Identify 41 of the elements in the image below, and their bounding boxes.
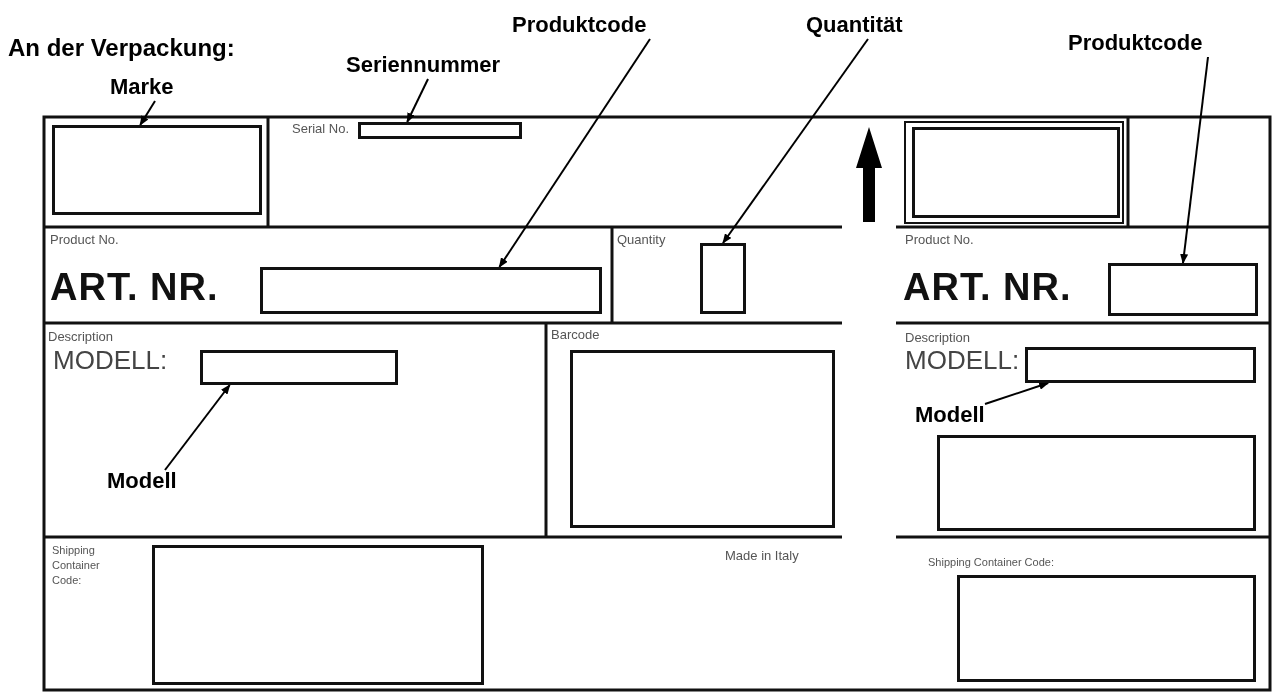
empty-box [152,545,484,685]
leader-line [1180,56,1209,264]
field-caption: Barcode [551,327,600,342]
empty-box [912,127,1120,218]
callout-label: Marke [110,74,174,100]
empty-box [52,125,262,215]
leader-line [498,38,651,268]
leader-line [406,78,429,123]
note-text: Made in Italy [725,548,799,563]
leader-line [139,100,156,126]
field-caption: Serial No. [292,121,350,136]
leader-line [984,382,1050,405]
empty-box [570,350,835,528]
empty-field [1025,347,1256,383]
field-caption: Description [905,330,971,345]
empty-field [260,267,602,314]
empty-box [957,575,1256,682]
leader-line [164,384,231,471]
callout-label: Produktcode [1068,30,1203,56]
empty-field [200,350,398,385]
field-caption: Product No. [905,232,974,247]
field-heading: ART. NR. [903,266,1072,309]
empty-field [358,122,522,139]
leader-line [722,38,869,244]
field-caption: Shipping Container Code: [928,556,1054,568]
callout-label: Produktcode [512,12,647,38]
field-heading: MODELL: [53,345,168,376]
field-heading: ART. NR. [50,266,219,309]
callout-label: Quantität [806,12,903,38]
field-caption: Shipping Container Code: [52,543,101,588]
field-caption: Quantity [617,232,666,247]
callout-label: Modell [107,468,177,494]
field-caption: Product No. [50,232,119,247]
title: An der Verpackung: [8,34,235,62]
empty-field [1108,263,1258,316]
callout-label: Seriennummer [346,52,501,78]
callout-label: Modell [915,402,985,428]
empty-field [700,243,746,314]
field-caption: Description [48,329,114,344]
empty-box [937,435,1256,531]
field-heading: MODELL: [905,345,1020,376]
